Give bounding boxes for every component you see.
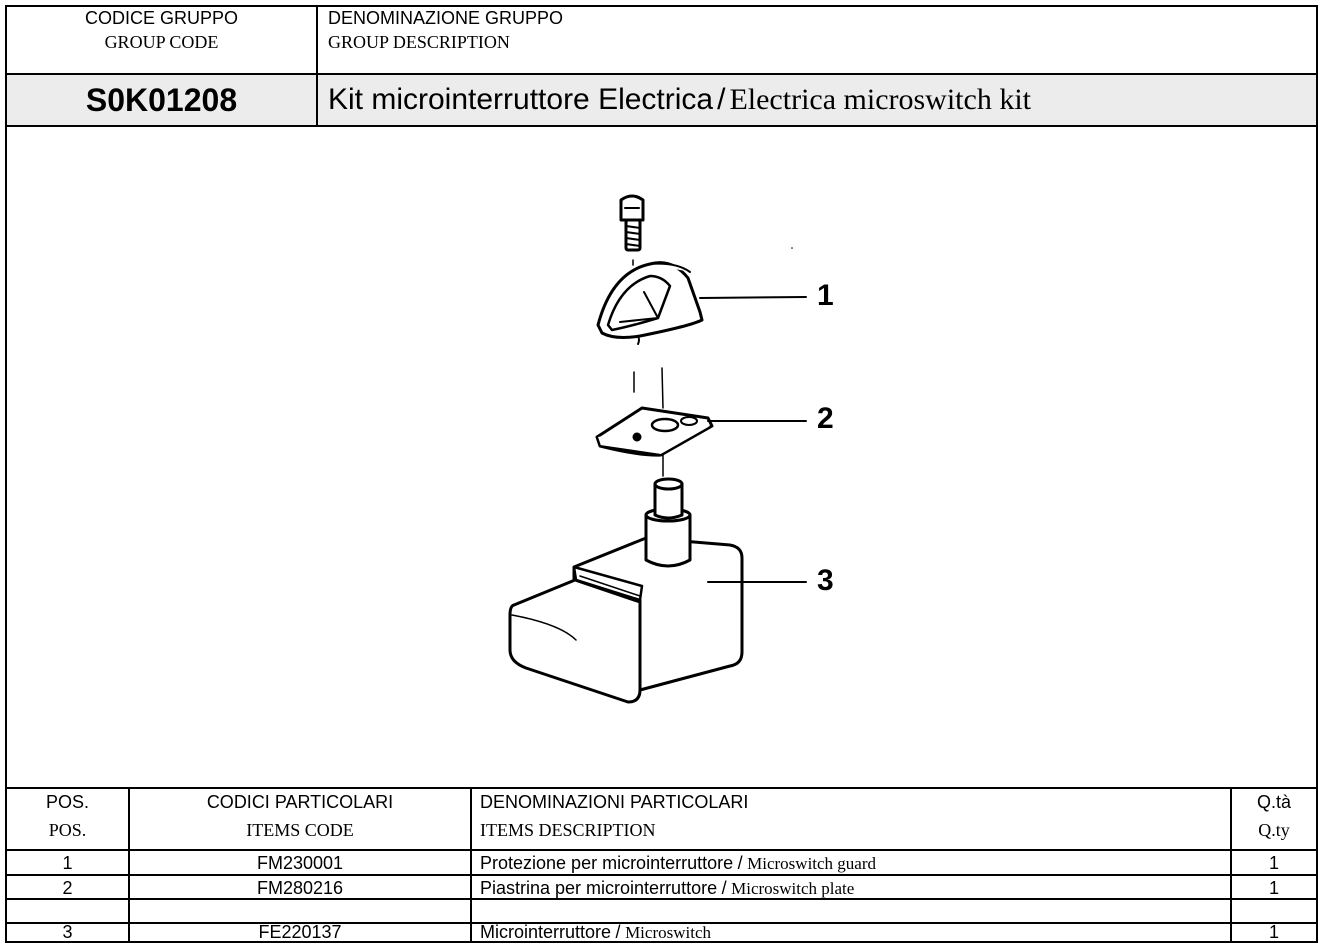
group-code-bg — [7, 75, 316, 125]
row-divider-1 — [5, 849, 1318, 851]
group-title-en: Electrica microswitch kit — [729, 83, 1032, 116]
th-pos-en: POS. — [48, 820, 87, 840]
row-1-code: FM230001 — [256, 853, 344, 873]
parts-table — [5, 787, 1318, 943]
group-code: S0K01208 — [85, 82, 238, 118]
row-1-qty: 1 — [1268, 853, 1279, 873]
th-pos: POS. POS. — [7, 791, 128, 841]
th-desc-en: ITEMS DESCRIPTION — [480, 820, 656, 840]
group-desc-label: DENOMINAZIONE GRUPPO GROUP DESCRIPTION — [328, 8, 1228, 52]
th-code-it: CODICI PARTICOLARI — [206, 792, 394, 812]
th-code-en: ITEMS CODE — [246, 820, 354, 840]
header-divider — [316, 5, 318, 127]
row-1-desc-en: Microswitch guard — [747, 854, 877, 873]
row-1-pos: 1 — [62, 853, 73, 873]
group-code-label-it: CODICE GRUPPO — [84, 8, 239, 28]
row-divider-2 — [5, 874, 1318, 876]
group-desc-label-en: GROUP DESCRIPTION — [328, 32, 510, 52]
th-qty-en: Q.ty — [1258, 820, 1290, 840]
row-3-desc: Microinterruttore / Microswitch — [480, 921, 1225, 944]
row-1-desc-sep: / — [737, 853, 743, 873]
th-desc-it: DENOMINAZIONI PARTICOLARI — [480, 792, 749, 812]
row-3-code: FE220137 — [258, 922, 342, 942]
row-3-desc-it: Microinterruttore — [480, 922, 612, 942]
col-divider-1 — [128, 787, 130, 943]
group-title-separator: / — [717, 83, 726, 116]
group-title: Kit microinterruttore Electrica / Electr… — [328, 78, 1313, 122]
group-title-it: Kit microinterruttore Electrica — [328, 83, 714, 116]
header-row-divider — [5, 73, 1318, 75]
row-2-qty: 1 — [1268, 878, 1279, 898]
row-2-desc-sep: / — [721, 878, 727, 898]
row-2-desc: Piastrina per microinterruttore / Micros… — [480, 877, 1225, 900]
row-3-qty: 1 — [1268, 922, 1279, 942]
th-desc: DENOMINAZIONI PARTICOLARI ITEMS DESCRIPT… — [480, 791, 1220, 841]
group-desc-label-it: DENOMINAZIONE GRUPPO — [328, 8, 564, 28]
row-2-pos: 2 — [62, 878, 73, 898]
callout-1: 1 — [817, 279, 834, 312]
group-title-bg — [318, 75, 1316, 125]
callout-3: 3 — [817, 564, 834, 597]
row-2-desc-it: Piastrina per microinterruttore — [480, 878, 718, 898]
row-3-pos: 3 — [62, 922, 73, 942]
group-code-label: CODICE GRUPPO GROUP CODE — [7, 8, 316, 52]
col-divider-2 — [470, 787, 472, 943]
th-pos-it: POS. — [45, 792, 89, 812]
row-1-desc: Protezione per microinterruttore / Micro… — [480, 852, 1225, 875]
row-2-desc-en: Microswitch plate — [731, 879, 855, 898]
row-divider-3 — [5, 898, 1318, 900]
callout-2: 2 — [817, 402, 834, 435]
row-2-code: FM280216 — [256, 878, 344, 898]
row-3-desc-sep: / — [615, 922, 621, 942]
row-3-desc-en: Microswitch — [625, 923, 711, 942]
row-divider-4 — [5, 922, 1318, 924]
row-1-desc-it: Protezione per microinterruttore — [480, 853, 734, 873]
col-divider-3 — [1230, 787, 1232, 943]
th-qty: Q.tà Q.ty — [1232, 791, 1316, 841]
th-code: CODICI PARTICOLARI ITEMS CODE — [130, 791, 470, 841]
th-qty-it: Q.tà — [1256, 792, 1291, 812]
group-code-label-en: GROUP CODE — [104, 32, 219, 52]
drawing-frame — [5, 125, 1318, 789]
